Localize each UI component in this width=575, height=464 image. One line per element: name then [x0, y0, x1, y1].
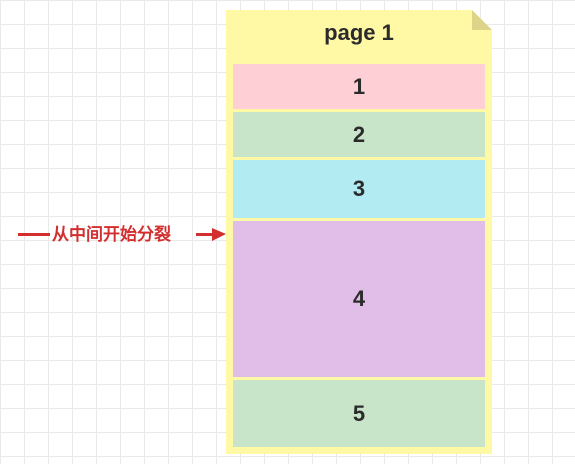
page-title: page 1 [324, 20, 394, 45]
page-block-2: 2 [233, 112, 485, 157]
page-block-1: 1 [233, 64, 485, 109]
annotation-line-left [18, 233, 50, 236]
arrow-right-icon [212, 228, 226, 241]
page-block-4: 4 [233, 221, 485, 377]
page-block-5: 5 [233, 380, 485, 447]
annotation-line-right [196, 233, 214, 236]
page-block-3: 3 [233, 160, 485, 218]
split-annotation-label: 从中间开始分裂 [52, 225, 171, 244]
